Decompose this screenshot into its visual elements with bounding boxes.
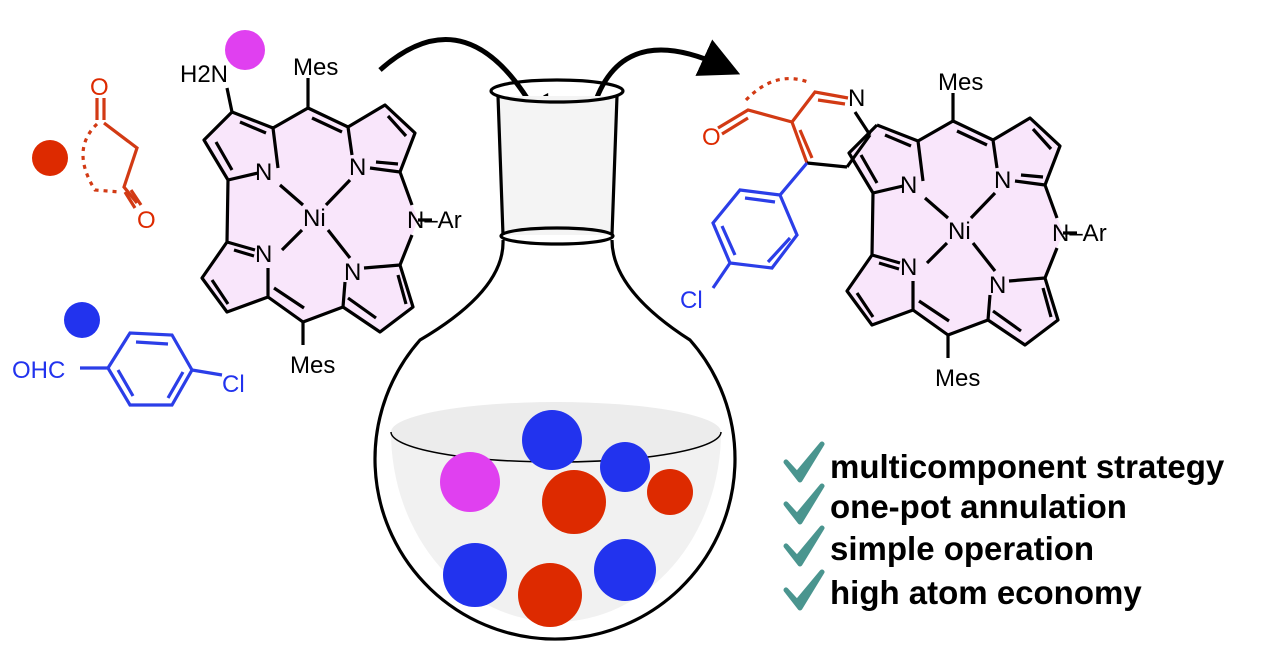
atom-label: N–Ar — [407, 207, 462, 234]
atom-label: Ni — [948, 218, 971, 245]
atom-label: N — [255, 159, 272, 186]
atom-label: N — [344, 259, 361, 286]
checkmark-icon — [783, 441, 825, 483]
atom-label: O — [137, 207, 156, 234]
checkmark-icon — [783, 525, 825, 567]
atom-label: multicomponent strategy — [830, 448, 1225, 485]
feature-item: high atom economy — [783, 569, 1142, 611]
round-bottom-flask — [373, 78, 737, 641]
atom-label: Mes — [935, 365, 980, 392]
atom-label: O — [90, 74, 109, 101]
feature-item: one-pot annulation — [783, 483, 1127, 525]
atom-label: N — [989, 272, 1006, 299]
dicarbonyl-structure: O O — [81, 74, 156, 234]
atom-label: Cl — [680, 287, 703, 314]
atom-label: Mes — [938, 69, 983, 96]
atom-label: one-pot annulation — [830, 488, 1127, 525]
atom-label: Mes — [293, 54, 338, 81]
feature-list: multicomponent strategy one-pot annulati… — [783, 441, 1225, 611]
atom-label: N — [255, 241, 272, 268]
chlorobenzaldehyde-structure: OHC Cl — [12, 331, 245, 407]
atom-label: Ni — [303, 205, 326, 232]
dicarbonyl-component-dot — [32, 140, 68, 176]
atom-label: N–Ar — [1052, 220, 1107, 247]
checkmark-icon — [783, 569, 825, 611]
atom-label: Cl — [222, 371, 245, 398]
atom-label: O — [702, 124, 721, 151]
aldehyde-component-dot — [64, 302, 100, 338]
atom-label: N — [900, 172, 917, 199]
atom-label: N — [994, 167, 1011, 194]
atom-label: H2N — [180, 61, 228, 88]
atom-label: high atom economy — [830, 574, 1142, 611]
atom-label: N — [848, 85, 865, 112]
atom-label: N — [349, 154, 366, 181]
feature-item: simple operation — [783, 525, 1094, 567]
atom-label: OHC — [12, 357, 65, 384]
amine-component-dot — [225, 30, 265, 70]
checkmark-icon — [783, 483, 825, 525]
amino-porphyrin-structure: H2N Mes Mes Ni N–Ar N N N N — [180, 54, 462, 379]
curved-arrow-in — [378, 37, 550, 138]
atom-label: simple operation — [830, 530, 1094, 567]
product-porphyrin-structure: O Cl N Mes Mes Ni N–Ar N N N N — [680, 69, 1107, 392]
feature-item: multicomponent strategy — [783, 441, 1225, 485]
atom-label: N — [900, 254, 917, 281]
atom-label: Mes — [290, 352, 335, 379]
